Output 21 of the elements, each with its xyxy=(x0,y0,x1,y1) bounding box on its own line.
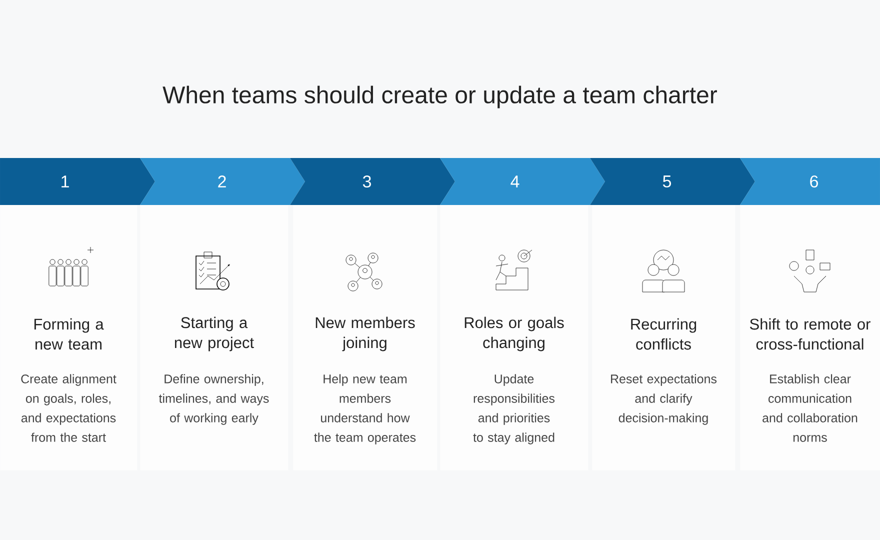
step-card xyxy=(293,205,438,470)
title: When teams should create or update a team charter xyxy=(162,86,717,108)
chevron-step: 6 xyxy=(740,158,880,205)
card-heading: Starting a new project xyxy=(174,316,254,352)
card-heading: Forming a new team xyxy=(34,318,104,350)
card-heading: Recurring conflicts xyxy=(631,318,696,350)
step-card xyxy=(0,205,138,470)
step-card xyxy=(740,205,880,470)
card-heading: Roles or goals changing xyxy=(464,316,564,352)
step-card xyxy=(140,205,288,470)
card-heading: New members joining xyxy=(316,316,415,352)
chevron-step: 1 xyxy=(0,158,155,205)
card-description: Create alignment on goals, roles, and expectations from the start xyxy=(21,374,116,442)
card-description: Reset expectations and clarify decision-making xyxy=(611,374,717,425)
card-description: Establish clear communication and collaboration norms xyxy=(762,374,858,442)
card-description: Define ownership, timelines, and ways of working early xyxy=(158,374,269,425)
card-heading: Shift to remote or cross-functional xyxy=(750,318,870,350)
card-description: Update responsibilities and priorities to stay aligned xyxy=(473,374,555,444)
card-description: Help new team members understand how the team operates xyxy=(314,374,416,444)
step-card xyxy=(592,205,736,470)
step-card xyxy=(440,205,588,470)
